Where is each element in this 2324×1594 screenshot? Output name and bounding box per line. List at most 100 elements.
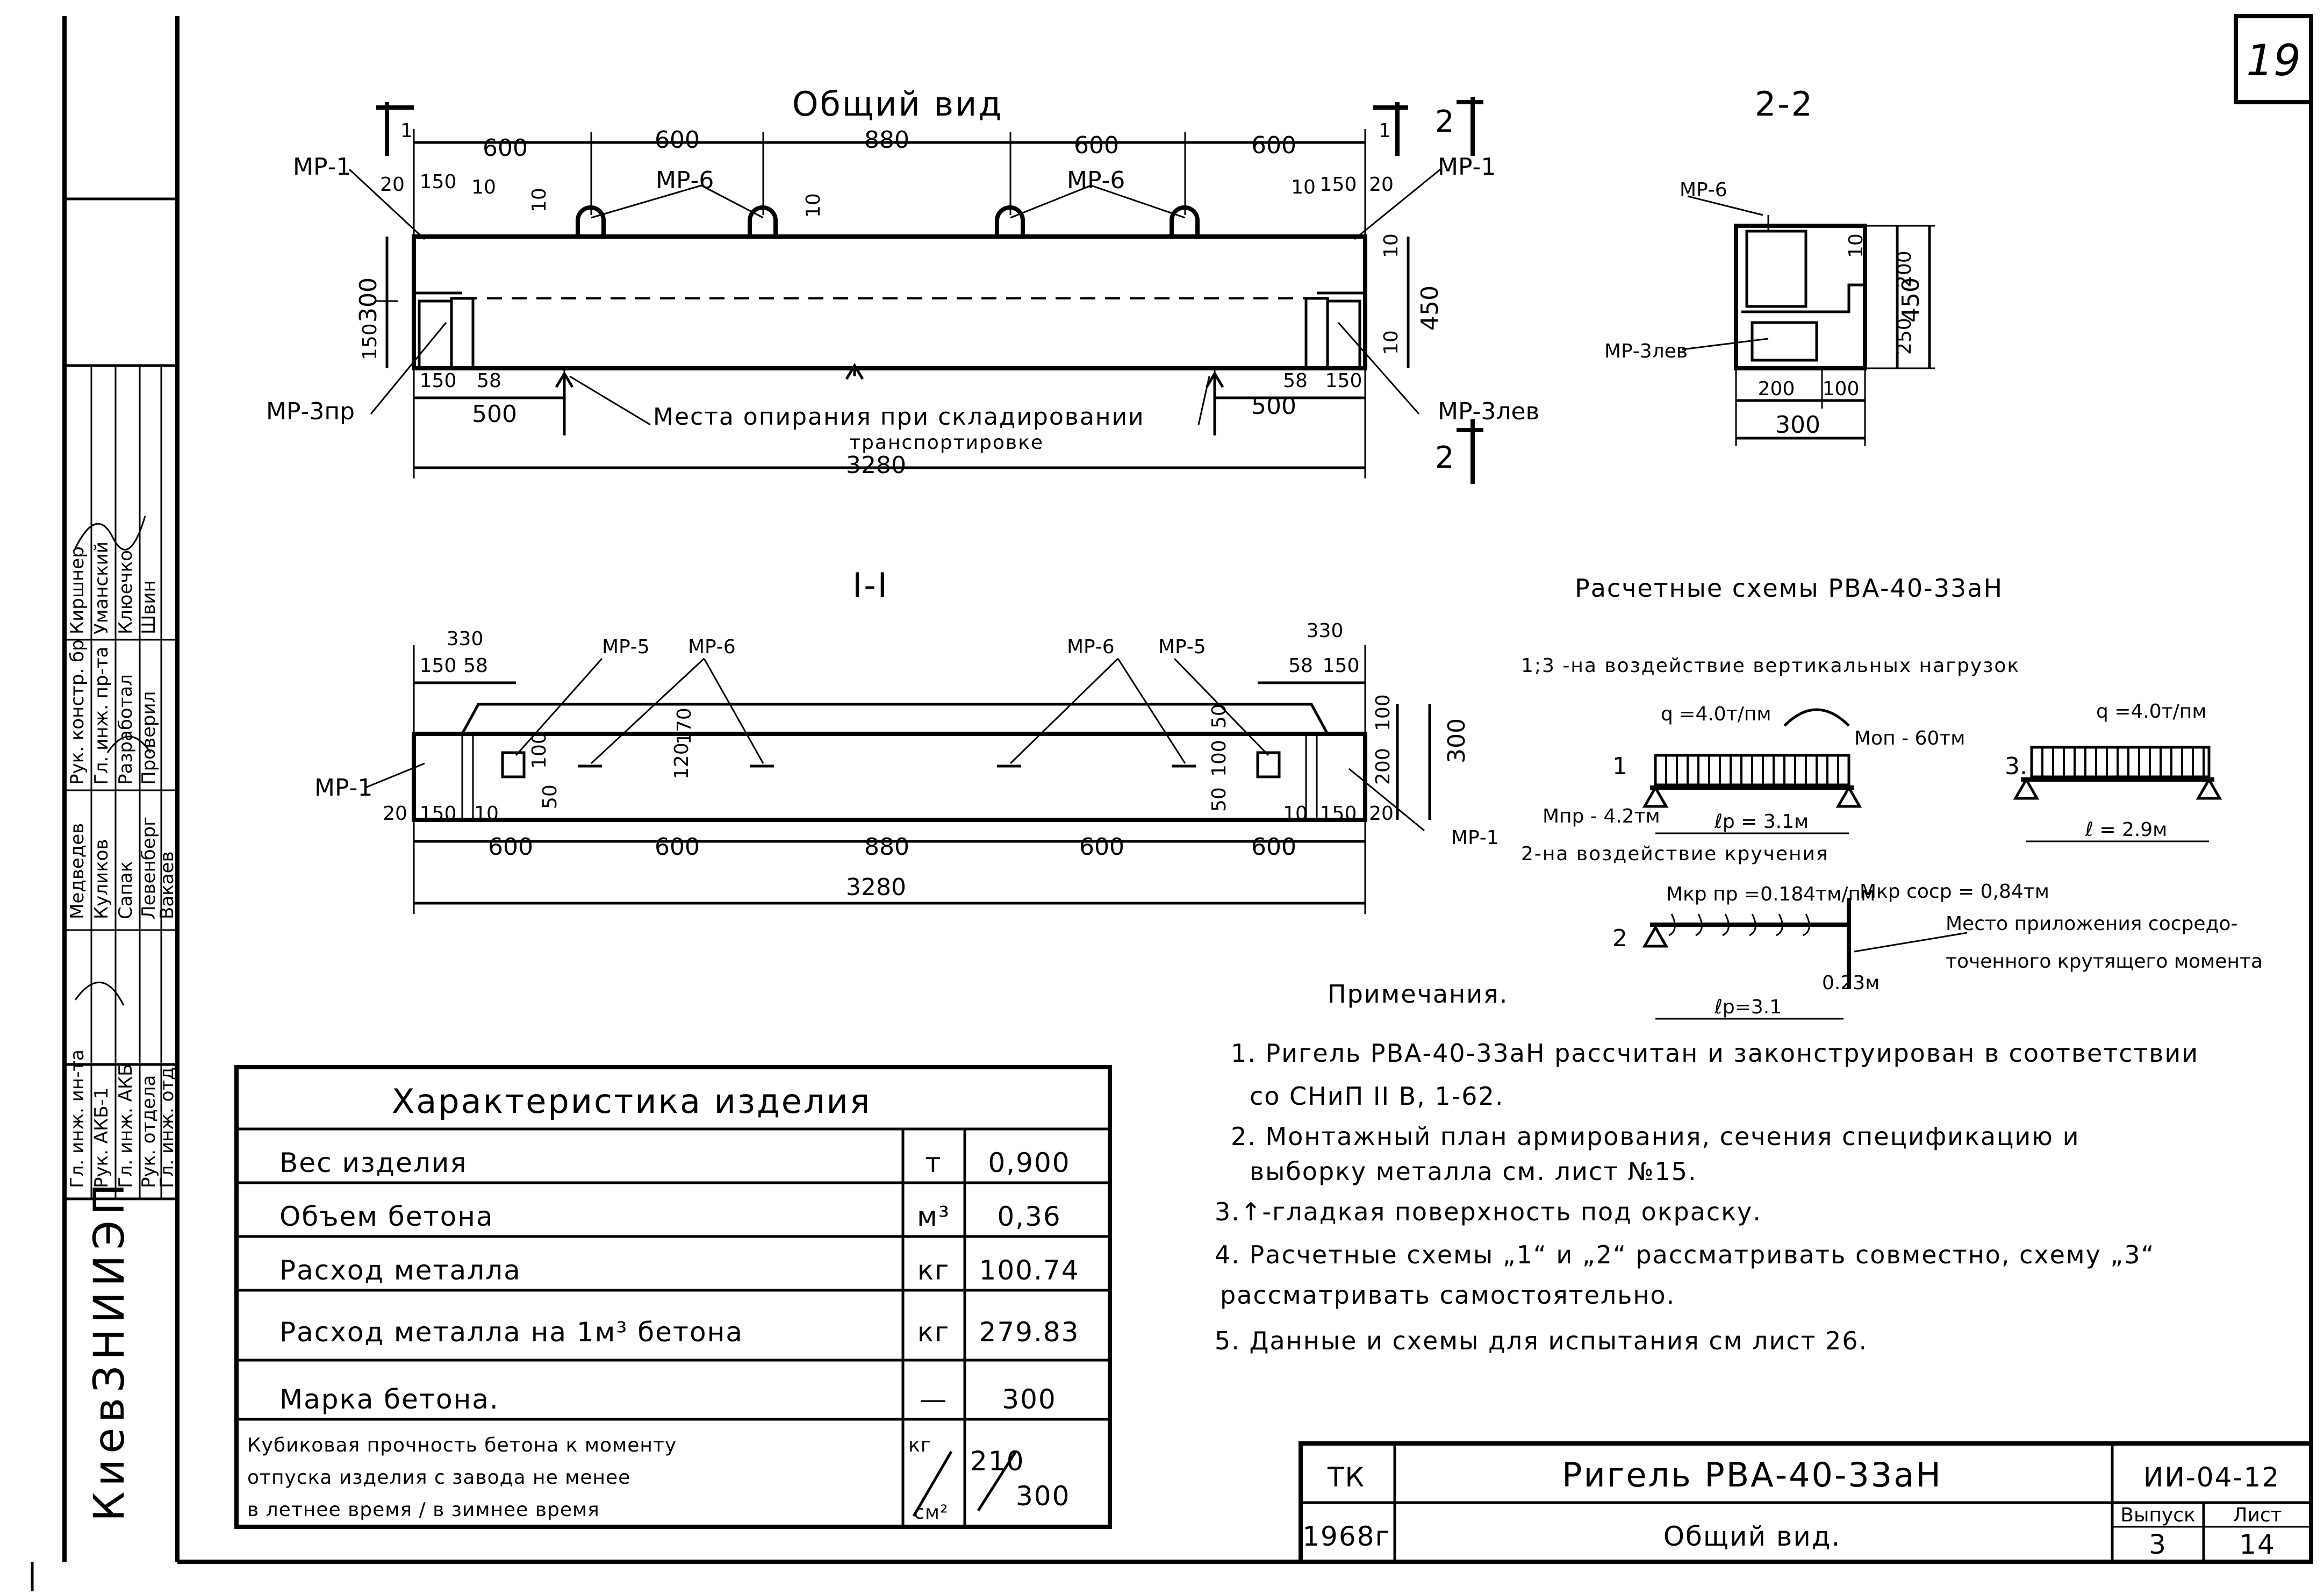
row-label: Объем бетона [279, 1201, 494, 1232]
dim: 600 [655, 126, 700, 154]
dim: 330 [1307, 620, 1344, 642]
dim: 10 [1380, 330, 1402, 355]
dim: 100 [528, 732, 550, 769]
dim: 58 [463, 655, 488, 677]
note-line: 2. Монтажный план армирования, сечения с… [1231, 1122, 2079, 1151]
dim: 150 [420, 803, 457, 825]
dim: 10 [1380, 233, 1402, 258]
row-value: 300 [1002, 1384, 1056, 1415]
dim: 50 [1208, 787, 1230, 812]
mp1-left-label: МР-1 [314, 774, 372, 802]
dim: 20 [380, 174, 405, 196]
scheme-num: 3. [2005, 753, 2027, 780]
side-stamp-org: КиевЗНИИЭП [85, 1178, 134, 1522]
side-stamp-cell: Куликов [91, 839, 112, 919]
calc-case: 2-на воздействие кручения [1521, 843, 1829, 865]
row-label: Расход металла [279, 1255, 521, 1286]
dim: 10 [528, 188, 550, 212]
note-line: рассматривать самостоятельно. [1220, 1281, 1675, 1310]
dim: 10 [802, 193, 824, 218]
dim: 20 [383, 803, 407, 825]
side-stamp-cell: Проверил [138, 691, 160, 785]
side-stamp-cell: Вакаев [156, 852, 178, 920]
sheet-value: 14 [2239, 1529, 2276, 1560]
note-line: со СНиП II В, 1-62. [1250, 1082, 1504, 1111]
dim: 600 [655, 833, 700, 861]
dim: 150 [1320, 803, 1357, 825]
dim: 880 [864, 833, 909, 861]
side-stamp-cell: Гл. инж. отд [156, 1067, 178, 1188]
drawing-code: ИИ-04-12 [2143, 1462, 2280, 1493]
l3-label: ℓ = 2.9м [2085, 819, 2167, 841]
total-length: 3280 [846, 874, 906, 901]
dim: 10 [1283, 803, 1308, 825]
notes-heading: Примечания. [1328, 980, 1508, 1009]
strength-line: отпуска изделия с завода не менее [247, 1467, 630, 1489]
strength-line: в летнее время / в зимнее время [247, 1499, 600, 1521]
sheet-number: 19 [2246, 35, 2301, 85]
dim: 100 [1208, 740, 1230, 777]
dim: 450 [1897, 277, 1925, 323]
dim: 10 [471, 176, 496, 198]
strength-value: 210 [970, 1446, 1024, 1477]
dim: 100 [1372, 694, 1394, 731]
dim: 150 [1325, 370, 1362, 392]
calc-title: Расчетные схемы РВА-40-33аН [1575, 574, 2003, 603]
dim: 500 [1251, 392, 1296, 420]
row-label: Вес изделия [279, 1147, 467, 1178]
dim: 150 [420, 370, 457, 392]
side-stamp-cell: Рук. АКБ-1 [91, 1088, 112, 1188]
side-stamp-cell: Медведев [67, 823, 88, 919]
dim: 600 [483, 134, 528, 162]
table-title: Характеристика изделия [392, 1082, 871, 1121]
dim: 300 [355, 277, 382, 323]
plan-view-drawing [365, 645, 1431, 914]
calc-scheme-1 [1642, 708, 1862, 834]
sheet-label: Лист [2233, 1504, 2282, 1526]
mp3-label: МР-3лев [1604, 340, 1688, 362]
mpr-label: Мпр - 4.2тм [1543, 805, 1660, 827]
lp1-label: ℓр = 3.1м [1714, 811, 1809, 833]
dim: 20 [1369, 174, 1394, 196]
section-title: 2-2 [1755, 84, 1814, 124]
dim: 300 [1443, 718, 1471, 763]
dim: 150 [1323, 655, 1360, 677]
dim: 170 [673, 707, 695, 745]
mp6-left-label: МР-6 [688, 636, 736, 658]
row-label: Марка бетона. [279, 1384, 499, 1415]
drawing-name: Ригель РВА-40-33аН [1562, 1455, 1942, 1495]
dim: 120 [671, 742, 693, 780]
dim: 58 [1283, 370, 1308, 392]
dim: 880 [864, 126, 909, 154]
strength-unit: см² [914, 1502, 948, 1524]
dim: 58 [1288, 655, 1313, 677]
section-2-2-drawing [1682, 195, 1935, 446]
q3-label: q =4.0т/пм [2096, 700, 2207, 723]
support-note: транспортировке [849, 432, 1044, 454]
mkr-label: Мкр пр =0.184тм/пм [1666, 883, 1875, 905]
mon-label: Моп - 60тм [1854, 727, 1965, 749]
calc-case: 1;3 -на воздействие вертикальных нагрузо… [1521, 655, 2020, 677]
row-value: 0,900 [988, 1147, 1070, 1178]
strength-line: Кубиковая прочность бетона к моменту [247, 1434, 677, 1456]
dim: 58 [477, 370, 501, 392]
note-line: 1. Ригель РВА-40-33аН рассчитан и законс… [1231, 1039, 2199, 1068]
row-value: 279.83 [979, 1317, 1080, 1348]
dim: 50 [539, 784, 561, 809]
row-unit: т [925, 1147, 942, 1178]
section-mark: 1 [400, 120, 413, 142]
dim: 200 [1372, 748, 1394, 785]
calc-scheme-3 [2013, 746, 2222, 842]
side-stamp-cell: Швин [138, 580, 160, 634]
note-line: выборку металла см. лист №15. [1250, 1157, 1697, 1186]
dim: 10 [474, 803, 499, 825]
mp1-left-label: МР-1 [293, 153, 351, 181]
side-stamp-cell: Гл. инж. АКБ [115, 1064, 137, 1188]
dim: 450 [1416, 285, 1444, 331]
sheet-frame [31, 14, 2313, 1591]
support-note: Места опирания при складировании [653, 403, 1145, 431]
scheme-num: 1 [1612, 753, 1627, 780]
scheme-num: 2 [1612, 925, 1627, 952]
row-label: Расход металла на 1м³ бетона [279, 1317, 743, 1348]
